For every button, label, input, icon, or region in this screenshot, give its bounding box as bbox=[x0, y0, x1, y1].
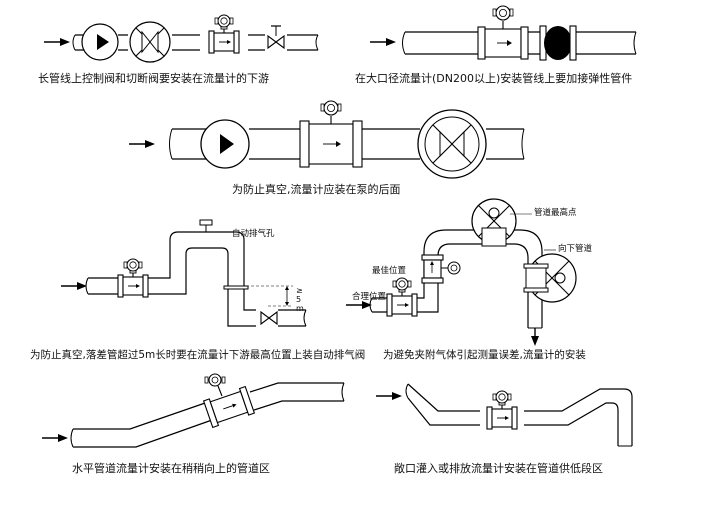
flow-arrow-icon bbox=[345, 300, 373, 310]
flow-arrow-icon bbox=[43, 37, 71, 47]
elastic-fitting-icon bbox=[544, 26, 572, 60]
label-reasonable-position: 合理位置 bbox=[352, 292, 387, 302]
caption-low-section: 敞口灌入或排放流量计安装在管道供低段区 bbox=[394, 462, 603, 475]
diagram-valves-downstream bbox=[43, 14, 319, 63]
flow-meter-icon bbox=[208, 14, 240, 54]
label-auto-vent: 自动排气孔 bbox=[232, 229, 275, 239]
flow-arrow-icon bbox=[375, 391, 403, 401]
auto-vent-icon bbox=[199, 219, 213, 226]
pump-icon bbox=[81, 23, 119, 61]
flow-arrow-icon bbox=[369, 37, 397, 47]
flow-meter-icon bbox=[117, 258, 149, 298]
diagram-elastic-fitting bbox=[369, 5, 637, 61]
flow-meter-icon bbox=[202, 385, 256, 429]
gate-valve-icon bbox=[260, 311, 278, 325]
label-best-position: 最佳位置 bbox=[372, 266, 407, 276]
caption-auto-vent: 为防止真空,落差管超过5m长时要在流量计下游最高位置上装自动排气阀 bbox=[30, 349, 366, 361]
label-height: ≥5m bbox=[296, 286, 304, 313]
diagram-avoid-gas bbox=[345, 198, 577, 346]
diagram-upward-pipe bbox=[41, 373, 345, 448]
diagram-meter-after-pump bbox=[128, 100, 525, 179]
label-down-pipe: 向下管道 bbox=[558, 244, 593, 254]
control-valve-icon bbox=[129, 21, 171, 63]
diagram-low-section bbox=[375, 383, 633, 447]
flow-meter-icon bbox=[486, 390, 518, 430]
label-highest-point: 管道最高点 bbox=[534, 208, 577, 218]
cutoff-valve-icon bbox=[267, 35, 285, 49]
flow-down-arrow-icon bbox=[531, 336, 539, 346]
flow-arrow-icon bbox=[128, 139, 156, 149]
caption-valves-downstream: 长管线上控制阀和切断阀要安装在流量计的下游 bbox=[38, 72, 269, 85]
flow-arrow-icon bbox=[41, 433, 69, 443]
diagram-auto-vent bbox=[60, 219, 307, 327]
caption-elastic-fitting: 在大口径流量计(DN200以上)安装管线上要加接弹性管件 bbox=[355, 72, 633, 85]
caption-avoid-gas: 为避免夹附气体引起测量误差,流量计的安装 bbox=[383, 349, 586, 361]
flow-arrow-icon bbox=[60, 281, 88, 291]
caption-meter-after-pump: 为防止真空,流量计应装在泵的后面 bbox=[232, 183, 401, 196]
flow-meter-icon bbox=[386, 277, 418, 317]
caption-upward-pipe: 水平管道流量计安装在稍稍向上的管道区 bbox=[72, 462, 270, 475]
